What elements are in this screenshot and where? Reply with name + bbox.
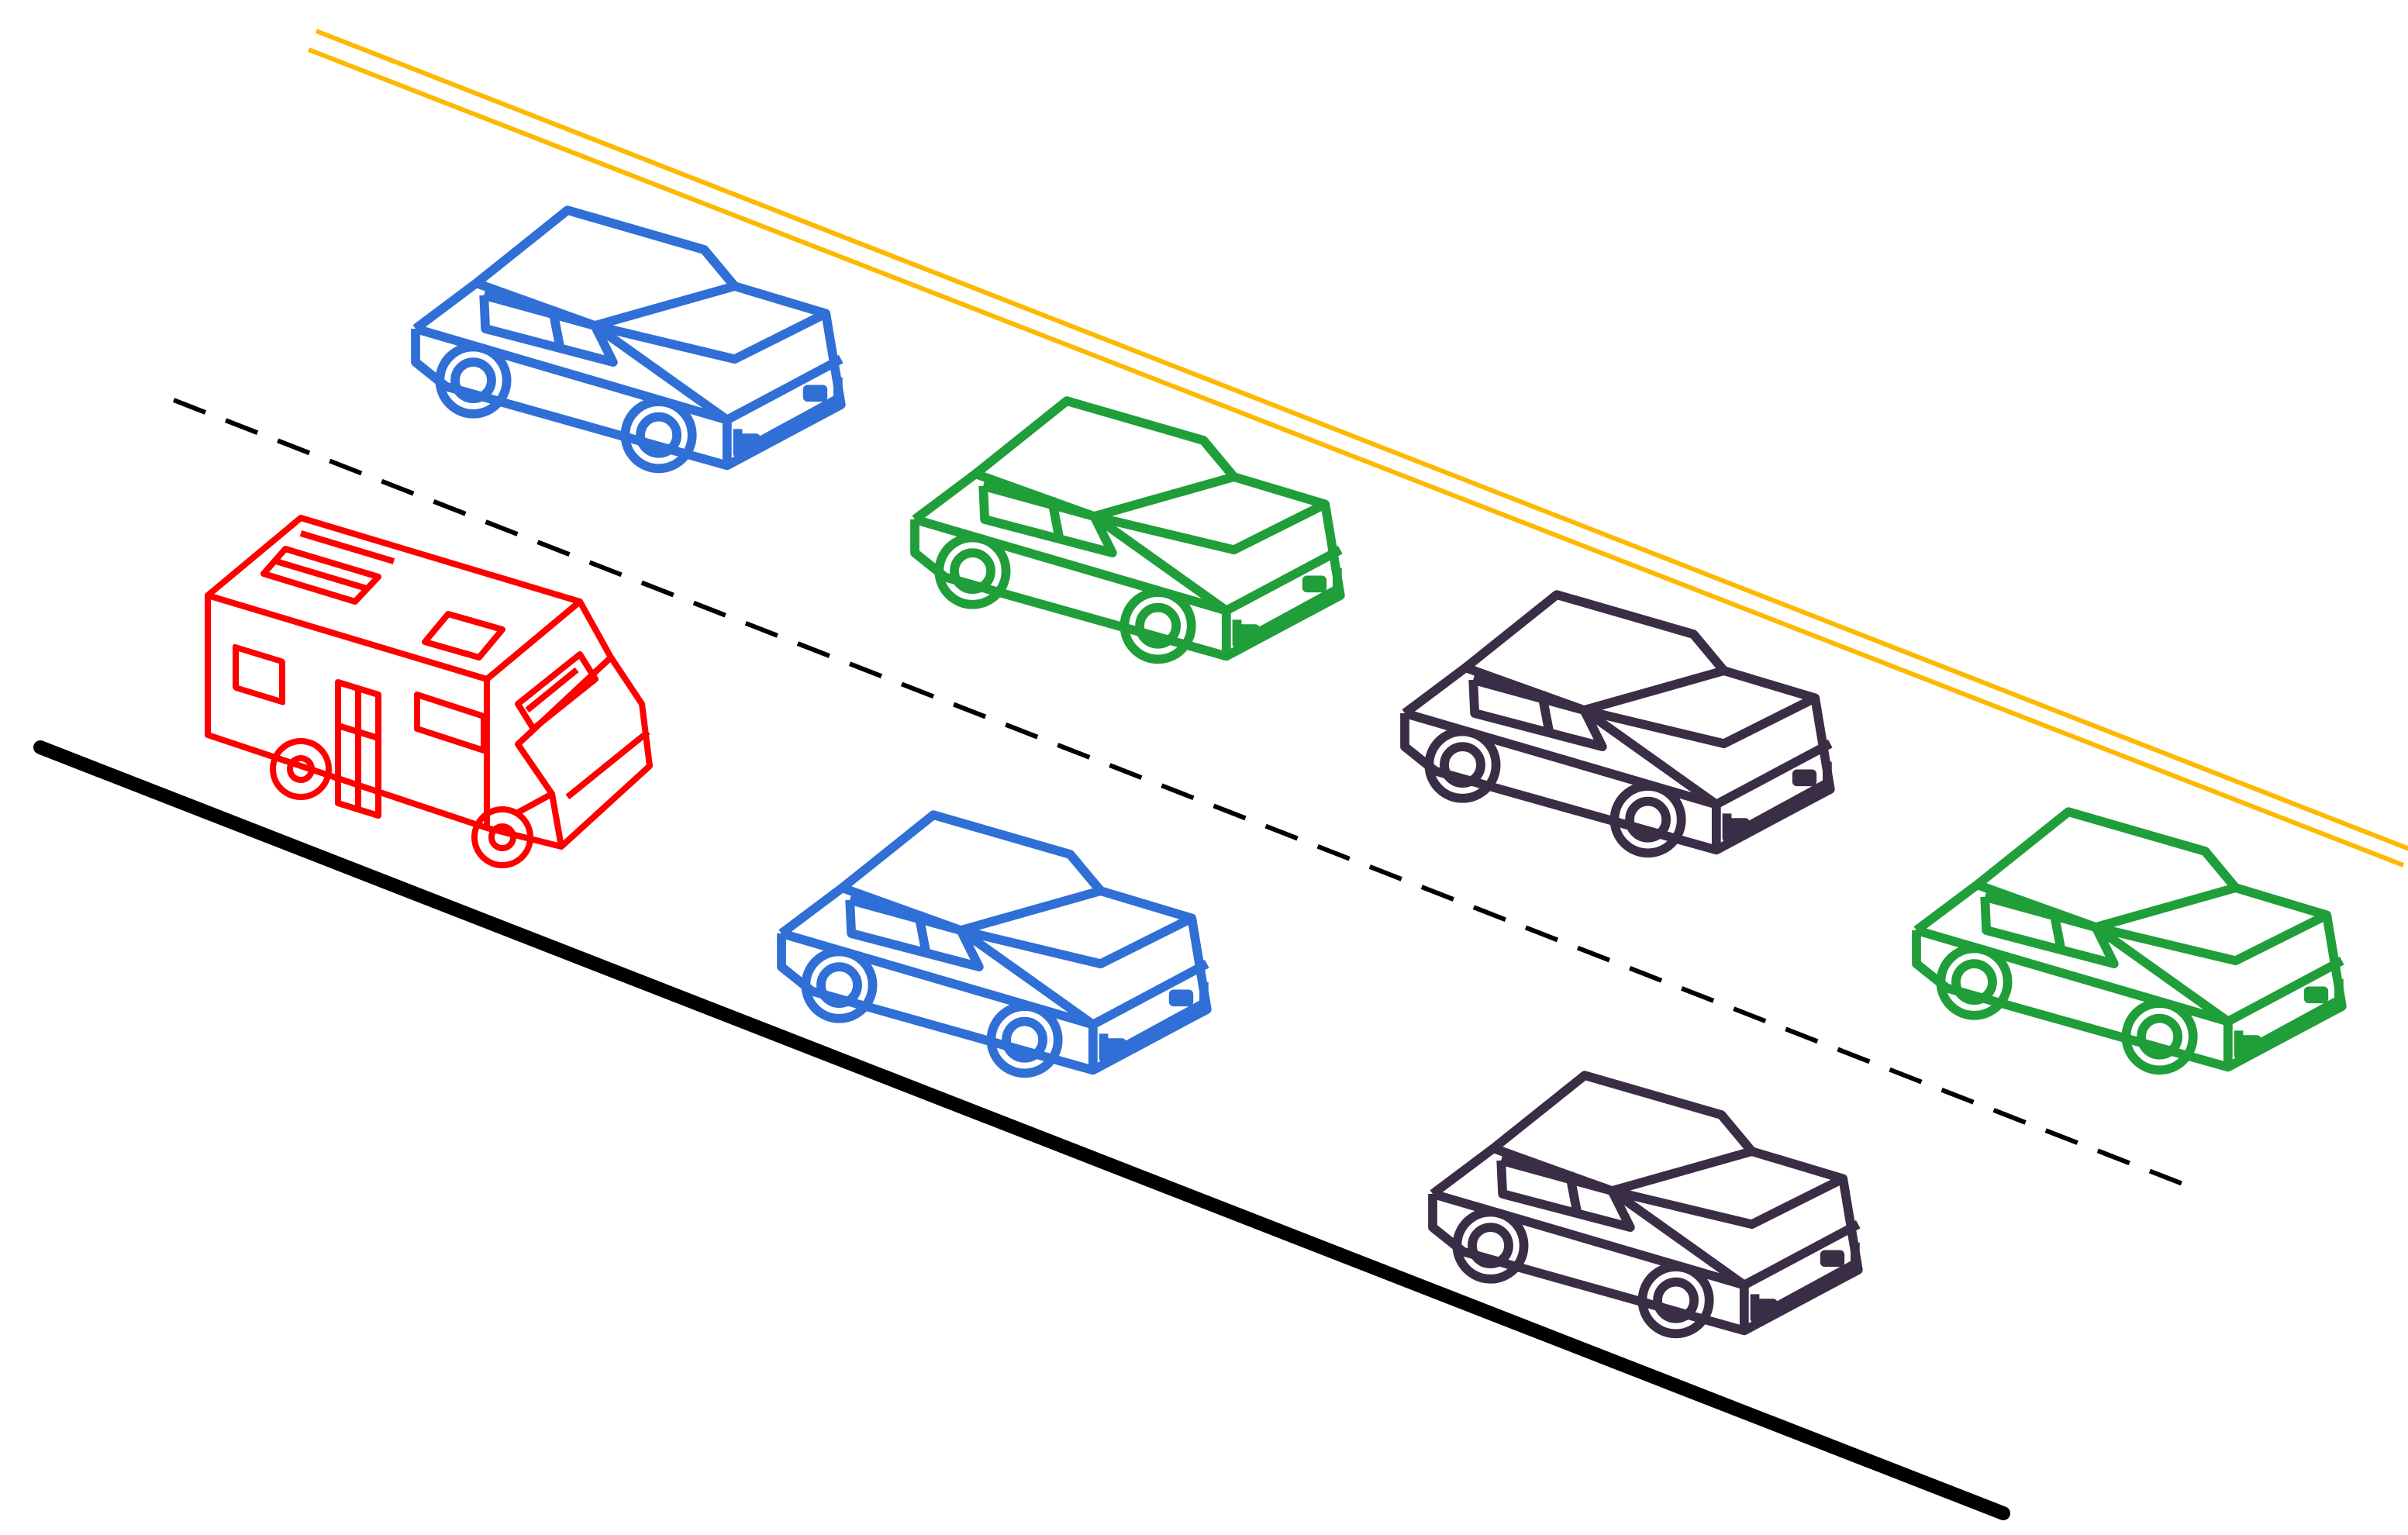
lane-divider-dashed [172, 398, 2194, 1190]
rv-red [208, 518, 650, 865]
car-dark-bottom [1433, 1075, 1858, 1333]
car-green-far-right [1916, 812, 2342, 1070]
center-line-yellow-inner [307, 47, 2405, 868]
road-edge-line [33, 740, 2010, 1520]
car-blue-top [416, 210, 841, 468]
car-green-middle [915, 401, 1340, 659]
center-line-yellow-outer [315, 29, 2408, 851]
car-dark-right [1405, 595, 1830, 853]
car-blue-bottom [781, 815, 1207, 1073]
road-markings [33, 29, 2408, 1520]
